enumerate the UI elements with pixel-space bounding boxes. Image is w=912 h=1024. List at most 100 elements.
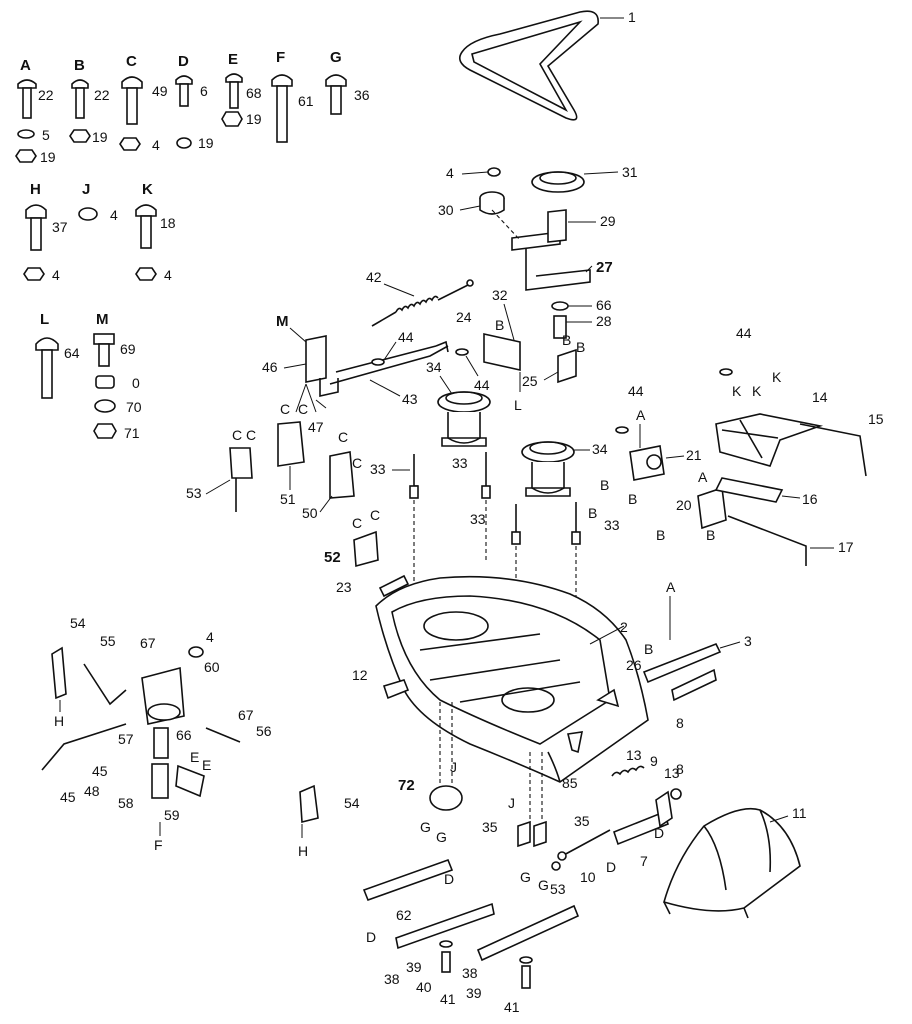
nut-e-icon — [221, 111, 243, 127]
letter-d-7a: D — [606, 859, 616, 875]
hw-m-part-1: 69 — [120, 341, 136, 357]
mower-deck: 2 26 85 23 12 — [336, 574, 649, 791]
callout-7: 7 — [640, 853, 648, 869]
bolt-a-icon — [17, 79, 37, 119]
callout-56: 56 — [256, 723, 272, 739]
hw-letter-e: E — [228, 51, 238, 68]
hw-b-part-1: 22 — [94, 87, 110, 103]
callout-44-d: 44 — [736, 325, 752, 341]
callout-62: 62 — [396, 907, 412, 923]
callout-57: 57 — [118, 731, 134, 747]
hw-l-part-1: 64 — [64, 345, 80, 361]
idler-bracket-27 — [525, 248, 591, 291]
letter-j-72a: J — [450, 759, 457, 775]
hw-letter-h: H — [30, 181, 41, 198]
letter-h-54b: H — [298, 843, 308, 859]
hw-k-part-2: 4 — [164, 267, 172, 283]
callout-44-b: 44 — [474, 377, 490, 393]
callout-35-a: 35 — [482, 819, 498, 835]
callout-10: 10 — [580, 869, 596, 885]
callout-27: 27 — [596, 259, 613, 276]
hw-c-part-2: 4 — [152, 137, 160, 153]
decal-23 — [378, 574, 410, 598]
callout-54-a: 54 — [70, 615, 86, 631]
bolt-28 — [553, 315, 567, 339]
callout-13-b: 13 — [664, 765, 680, 781]
front-linkage: 13 9 13 7 D D 8 10 — [557, 747, 684, 885]
letter-d-62: D — [366, 929, 376, 945]
nut-k-icon — [135, 267, 157, 281]
bolt-m-icon — [93, 333, 115, 367]
callout-33-b: 33 — [370, 461, 386, 477]
callout-38-a: 38 — [384, 971, 400, 987]
callout-44-c: 44 — [628, 383, 644, 399]
hw-c-part-1: 49 — [152, 83, 168, 99]
bracket-3: 3 A B 8 — [642, 579, 752, 731]
callout-54-b: 54 — [344, 795, 360, 811]
letter-l-25: L — [514, 397, 522, 413]
callout-15: 15 — [868, 411, 884, 427]
callout-39-a: 39 — [406, 959, 422, 975]
callout-42: 42 — [366, 269, 382, 285]
hw-letter-g: G — [330, 49, 342, 66]
letter-b-24: B — [495, 317, 504, 333]
callout-24: 24 — [456, 309, 472, 325]
hw-d-part-2: 19 — [198, 135, 214, 151]
letter-g-72a: G — [420, 819, 431, 835]
blade-hub-72: 72 G G J J — [398, 702, 515, 845]
bracket-52: C C 52 — [324, 507, 380, 568]
callout-44-a: 44 — [398, 329, 414, 345]
callout-66-b: 66 — [176, 727, 192, 743]
callout-4-b: 4 — [206, 629, 214, 645]
callout-28: 28 — [596, 313, 612, 329]
rod-17: 17 — [727, 515, 854, 566]
hw-e-part-1: 68 — [246, 85, 262, 101]
hw-m-part-2: 0 — [132, 375, 140, 391]
callout-67-b: 67 — [238, 707, 254, 723]
hw-f-part-1: 61 — [298, 93, 314, 109]
bracket-21: 21 A 44 B B — [600, 383, 702, 507]
callout-60: 60 — [204, 659, 220, 675]
hw-b-part-2: 19 — [92, 129, 108, 145]
deflector-85 — [567, 731, 584, 754]
spring-42 — [395, 295, 439, 313]
bracket-53: C C 53 — [186, 427, 256, 512]
callout-48: 48 — [84, 783, 100, 799]
callout-34-b: 34 — [592, 441, 608, 457]
callout-50: 50 — [302, 505, 318, 521]
bracket-50: C C 50 — [302, 429, 362, 521]
letter-b-33: B — [588, 505, 597, 521]
hw-a-part-3: 19 — [40, 149, 56, 165]
hw-e-part-2: 19 — [246, 111, 262, 127]
bracket-25-right — [557, 348, 577, 384]
callout-23: 23 — [336, 579, 352, 595]
callout-16: 16 — [802, 491, 818, 507]
hw-g-part-1: 36 — [354, 87, 370, 103]
blade-38-right: 38 39 41 — [462, 904, 580, 1015]
hw-a-part-2: 5 — [42, 127, 50, 143]
bolt-c-icon — [121, 76, 143, 125]
letter-c-52a: C — [352, 515, 362, 531]
blade-62: 62 D D — [362, 858, 454, 945]
letter-a-20: A — [698, 469, 708, 485]
callout-41-b: 41 — [504, 999, 520, 1015]
letter-k-14a: K — [732, 383, 742, 399]
discharge-chute: 11 — [663, 805, 807, 919]
nut-b-icon — [69, 129, 91, 143]
spindle-pulley-right: 34 — [521, 441, 608, 497]
letter-c-50b: C — [352, 455, 362, 471]
bracket-54-lower: 54 H — [298, 784, 360, 859]
spindle-assembly-left: 54 H 55 67 4 60 67 66 56 57 58 59 E E F … — [41, 615, 272, 853]
callout-40-a: 40 — [416, 979, 432, 995]
letter-e-59b: E — [202, 757, 211, 773]
bolt-h-icon — [25, 204, 47, 251]
bracket-24-group: 24 B 32 25 L — [456, 287, 559, 413]
callout-58: 58 — [118, 795, 134, 811]
letter-b-21: B — [600, 477, 609, 493]
callout-46: 46 — [262, 359, 278, 375]
blade-38-left: 38 39 40 41 — [384, 902, 495, 1007]
callout-12: 12 — [352, 667, 368, 683]
hw-d-part-1: 6 — [200, 83, 208, 99]
letter-c-51b: C — [298, 401, 308, 417]
